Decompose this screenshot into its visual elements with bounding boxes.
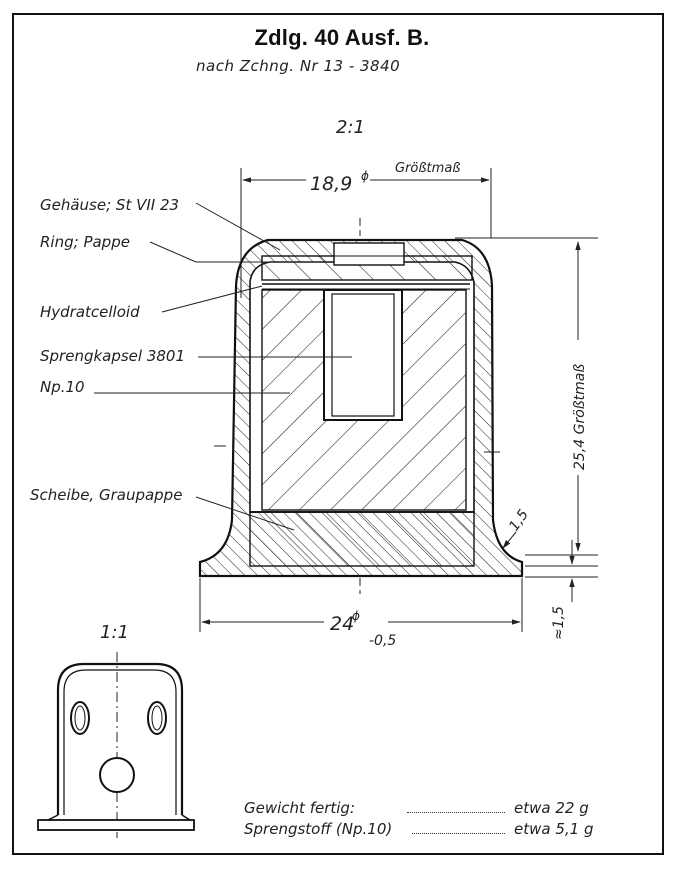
dim-base-tolerance: -0,5	[369, 633, 396, 649]
note-weight-leader	[407, 812, 505, 813]
label-sprengkapsel: Sprengkapsel 3801	[40, 347, 185, 365]
drawing-frame	[12, 13, 664, 855]
dim-flange-value: ≈1,5	[551, 606, 567, 640]
part-labels: Gehäuse; St VII 23 Ring; Pappe Hydratcel…	[30, 196, 352, 531]
note-weight-label: Gewicht fertig:	[244, 799, 355, 817]
note-weight-value: etwa 22 g	[514, 799, 589, 817]
housing-cross-section	[198, 218, 524, 594]
dim-fillet-value: 1,5	[506, 507, 532, 534]
label-ring: Ring; Pappe	[40, 233, 130, 251]
note-explosive-value: etwa 5,1 g	[514, 820, 594, 838]
dimension-height: 25,4 Größtmaß	[455, 237, 598, 556]
label-gehaeuse: Gehäuse; St VII 23	[40, 196, 179, 214]
label-hydratcelloid: Hydratcelloid	[40, 303, 140, 321]
label-scheibe: Scheibe, Graupappe	[30, 486, 182, 504]
dim-base-width-value: 24	[330, 613, 354, 635]
dim-top-width-value: 18,9	[310, 173, 352, 195]
scale-main-label: 2:1	[336, 117, 365, 138]
dimension-flange: ≈1,5	[525, 540, 598, 640]
dimension-top-width: 18,9 ϕ Größtmaß	[240, 161, 492, 298]
drawing-title: Zdlg. 40 Ausf. B.	[254, 25, 430, 50]
note-explosive-leader	[412, 833, 505, 834]
drawing-reference: nach Zchng. Nr 13 - 3840	[196, 57, 401, 75]
dim-base-width-symbol: ϕ	[352, 609, 360, 623]
dimension-fillet: 1,5	[502, 507, 532, 549]
note-explosive-label: Sprengstoff (Np.10)	[244, 820, 393, 838]
scale-small-label: 1:1	[100, 622, 129, 643]
dim-top-width-symbol: ϕ	[361, 169, 369, 183]
dimension-base-width: 24 ϕ -0,5	[199, 578, 523, 649]
label-np10: Np.10	[40, 378, 85, 396]
dim-top-width-note: Größtmaß	[395, 161, 460, 176]
small-view-1-1	[37, 652, 195, 838]
dim-height-value: 25,4 Größtmaß	[572, 364, 588, 470]
